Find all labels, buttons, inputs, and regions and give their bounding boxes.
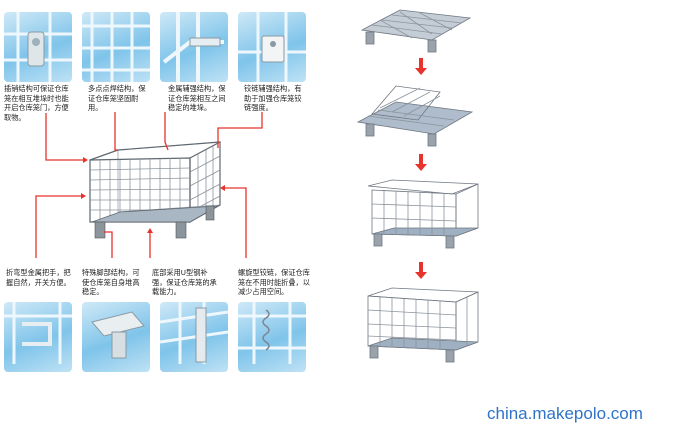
main-cage-diagram — [35, 112, 263, 258]
watermark: china.makepolo.com — [487, 404, 643, 423]
wire-cage — [89, 141, 221, 224]
pointer-lines — [35, 112, 263, 258]
feature-tile-bent-handle — [4, 302, 72, 372]
feature-caption-hinge: 铰链辅强结构，有助于加强仓库笼铰链强度。 — [244, 84, 302, 113]
u-steel-icon — [160, 302, 228, 364]
unfolding-cage — [356, 85, 474, 147]
feature-caption-metal-brace: 金属辅强结构，保证仓库笼相互之间稳定的堆垛。 — [168, 84, 226, 113]
bent-handle-icon — [4, 302, 72, 364]
spiral-hinge-icon — [238, 302, 306, 364]
folded-cage — [360, 9, 472, 53]
pin-lock-icon — [4, 12, 72, 82]
half-open-cage — [367, 179, 479, 249]
feature-caption-u-steel: 底部采用U型钢补强，保证仓库笼的承载能力。 — [152, 268, 217, 297]
feature-tile-spot-weld — [82, 12, 150, 82]
step-arrow-1 — [415, 58, 427, 75]
assembled-cage — [367, 287, 479, 363]
feature-tile-hinge — [238, 12, 306, 82]
feature-tile-spiral-hinge — [238, 302, 306, 372]
feature-tile-foot — [82, 302, 150, 372]
step-arrow-2 — [415, 154, 427, 171]
spot-weld-icon — [82, 12, 150, 82]
feature-tile-pin-lock — [4, 12, 72, 82]
feature-tile-u-steel — [160, 302, 228, 372]
cage-feet — [94, 205, 215, 239]
feature-caption-spot-weld: 多点点焊结构，保证仓库笼坚固耐用。 — [88, 84, 146, 113]
foot-icon — [91, 311, 145, 359]
metal-brace-icon — [162, 12, 224, 82]
feature-caption-bent-handle: 折弯型金属把手，把握自然，开关方便。 — [6, 268, 71, 287]
feature-tile-metal-brace — [160, 12, 228, 82]
pointer-arrowheads — [81, 157, 225, 233]
feature-caption-pin-lock: 插销结构可保证仓库笼在相互堆垛时也能开启仓库笼门，方便取物。 — [4, 84, 69, 122]
feature-caption-foot: 特殊脚部结构，可使仓库笼自身堆高稳定。 — [82, 268, 140, 297]
step-arrow-3 — [415, 262, 427, 279]
hinge-icon — [238, 12, 306, 82]
feature-caption-spiral-hinge: 螺旋型铰链，保证仓库笼在不用时能折叠，以减少占用空间。 — [238, 268, 310, 297]
